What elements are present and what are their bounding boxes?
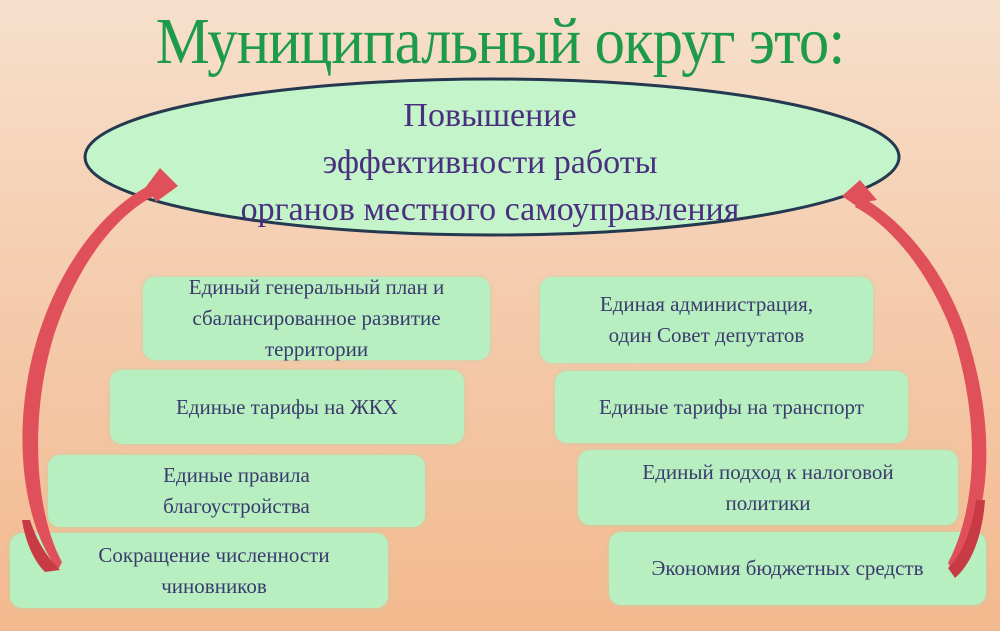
right-item-tax-policy: Единый подход к налоговой политики: [578, 450, 958, 525]
page-title: Муниципальный округ это:: [155, 5, 845, 78]
central-goal-line-2: эффективности работы: [322, 144, 658, 181]
right-item-label: Экономия бюджетных средств: [651, 556, 924, 580]
left-item-label: Единые тарифы на ЖКХ: [176, 394, 398, 419]
central-goal-text: Повышение эффективности работы органов м…: [180, 92, 800, 233]
left-item-label: Единый генеральный план и сбалансированн…: [188, 275, 445, 361]
left-item-housing-tariffs: Единые тарифы на ЖКХ: [110, 370, 464, 444]
right-item-label: Единый подход к налоговой политики: [642, 459, 894, 515]
right-item-transport-tariffs: Единые тарифы на транспорт: [555, 371, 908, 443]
right-item-label: Единая администрация, один Совет депутат…: [599, 292, 814, 347]
central-goal-line-3: органов местного самоуправления: [240, 191, 740, 228]
left-item-label: Единые правила благоустройства: [163, 463, 310, 518]
left-item-label: Сокращение численности чиновников: [98, 542, 330, 598]
right-item-label: Единые тарифы на транспорт: [599, 394, 864, 419]
central-goal-line-1: Повышение: [403, 97, 577, 134]
left-item-general-plan: Единый генеральный план и сбалансированн…: [143, 275, 490, 361]
left-item-improvement-rules: Единые правила благоустройства: [48, 455, 425, 527]
right-item-budget-savings: Экономия бюджетных средств: [609, 532, 986, 605]
left-item-staff-reduction: Сокращение численности чиновников: [10, 533, 388, 608]
right-item-single-administration: Единая администрация, один Совет депутат…: [540, 277, 873, 363]
